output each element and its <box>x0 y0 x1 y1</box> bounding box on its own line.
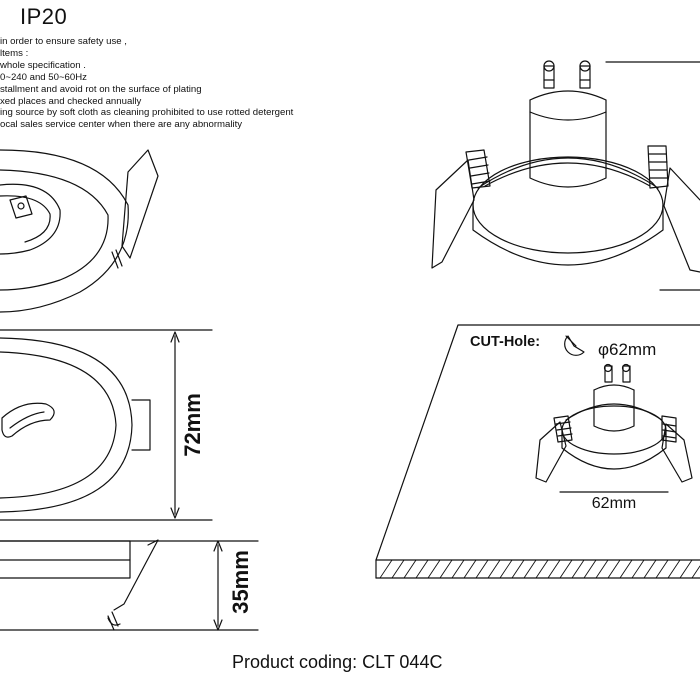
fixture-side-view <box>0 539 259 631</box>
ip-rating-title: IP20 <box>20 4 68 29</box>
cut-hole-panel <box>375 324 700 579</box>
product-code: Product coding: CLT 044C <box>232 652 443 672</box>
note-line: 0~240 and 50~60Hz <box>0 71 87 83</box>
cut-hole-diameter: φ62mm <box>598 340 656 359</box>
note-line: ocal sales service center when there are… <box>0 119 243 131</box>
cut-hole-label: CUT-Hole: <box>470 334 540 350</box>
note-line: whole specification . <box>0 59 86 71</box>
note-line: in order to ensure safety use , <box>0 36 127 47</box>
cut-hole-icon <box>564 335 585 356</box>
note-line: ing source by soft cloth as cleaning pro… <box>0 107 294 119</box>
safety-notes: in order to ensure safety use , ltems : … <box>0 36 293 131</box>
cut-hole-width: 62mm <box>592 495 636 512</box>
note-line: ltems : <box>0 47 29 59</box>
note-line: xed places and checked annually <box>0 95 142 107</box>
fixture-top-view <box>0 329 213 521</box>
fixture-perspective-right <box>431 60 700 291</box>
fixture-perspective-left <box>0 149 159 313</box>
dimension-35mm: 35mm <box>228 550 253 614</box>
note-line: stallment and avoid rot on the surface o… <box>0 83 202 95</box>
dimension-72mm: 72mm <box>180 393 205 457</box>
